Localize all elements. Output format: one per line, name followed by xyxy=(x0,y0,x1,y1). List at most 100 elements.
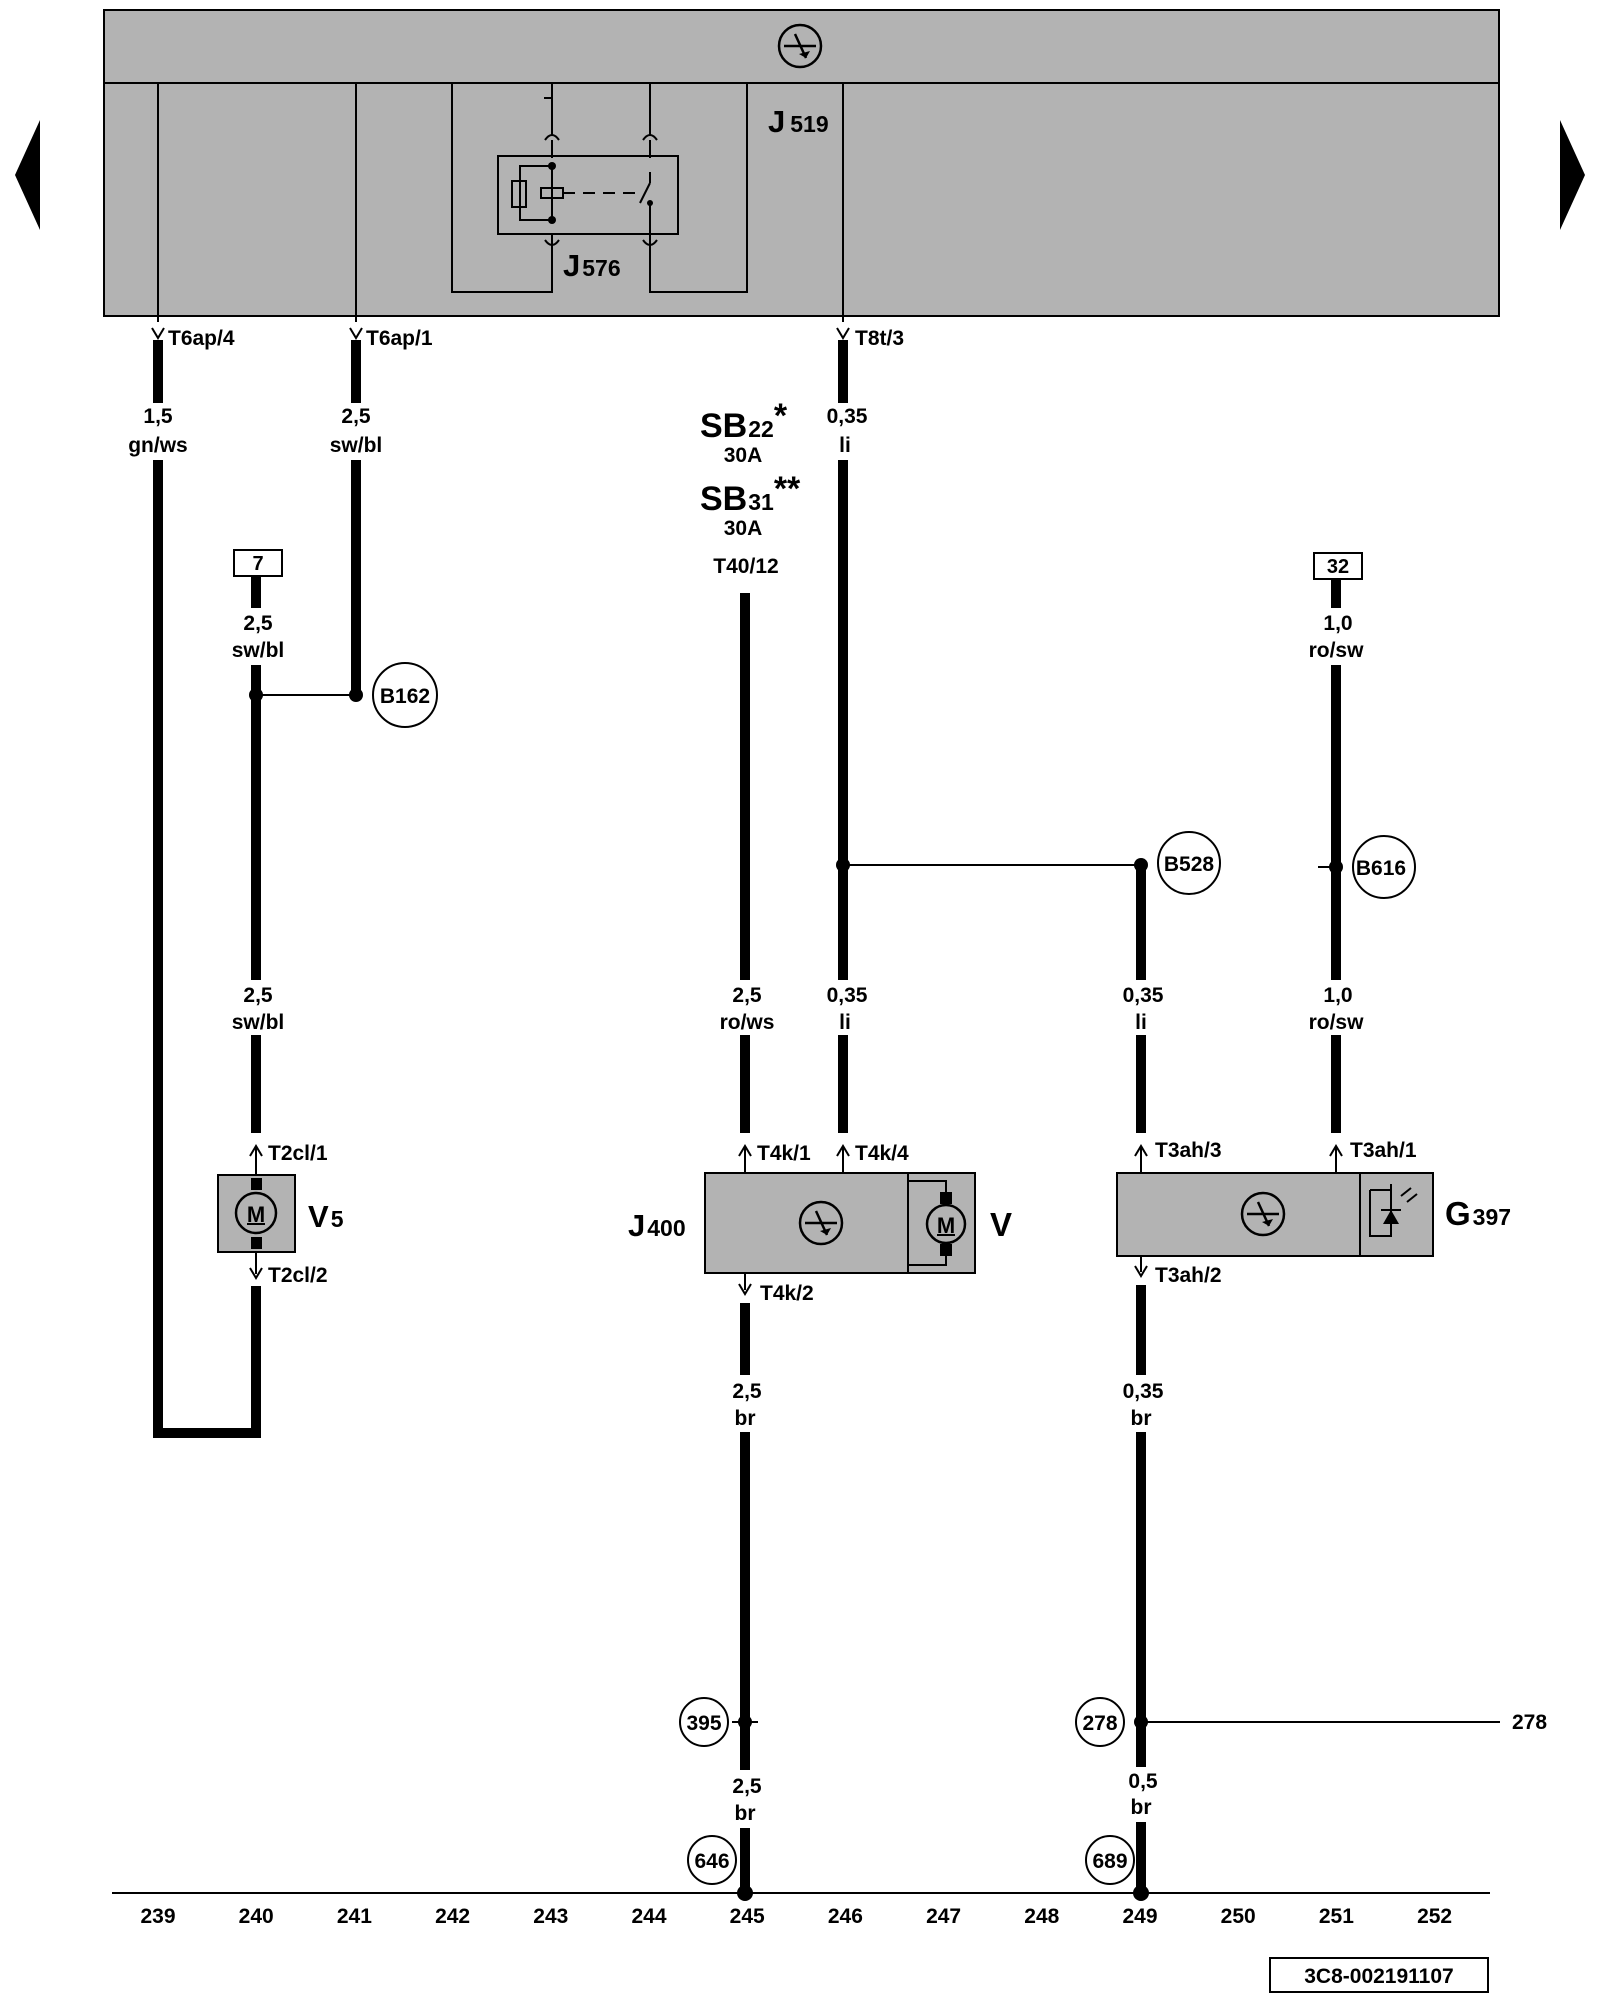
wire-label-color: br xyxy=(1131,1407,1152,1430)
wire-label-color: ro/sw xyxy=(1309,1011,1365,1034)
j400-label: J400 xyxy=(628,1208,686,1243)
pin-t4k4 xyxy=(836,1144,850,1173)
control-unit-j519 xyxy=(103,9,1500,317)
pin-t3ah2 xyxy=(1134,1256,1148,1278)
fuse-rating: 30A xyxy=(724,517,763,540)
track-number: 244 xyxy=(631,1905,666,1928)
electronics-symbol-icon xyxy=(777,23,823,69)
wire-label-color: ro/sw xyxy=(1309,639,1365,662)
j576-label: J576 xyxy=(563,248,621,283)
pin-t8t3 xyxy=(836,327,850,340)
wire-label-color: li xyxy=(1135,1011,1147,1034)
motor-symbol-icon: M xyxy=(937,1213,955,1238)
wire-label-color: li xyxy=(839,434,851,457)
electronics-symbol-icon xyxy=(1240,1191,1286,1237)
track-number: 239 xyxy=(140,1905,175,1928)
electronics-symbol-icon xyxy=(798,1200,844,1246)
relay-j576 xyxy=(451,84,748,293)
wire-239-240-loop xyxy=(158,1286,261,1438)
ground-646 xyxy=(687,1835,737,1885)
track-number: 247 xyxy=(926,1905,961,1928)
wire-label-size: 1,0 xyxy=(1323,612,1352,635)
track-number: 250 xyxy=(1221,1905,1256,1928)
track-number: 248 xyxy=(1024,1905,1059,1928)
next-page-arrow-icon[interactable] xyxy=(1560,120,1585,230)
splice-label: 278 xyxy=(1082,1712,1117,1735)
fan-motor-v xyxy=(908,1180,967,1266)
wire-label-size: 1,5 xyxy=(143,405,173,428)
wire-label-size: 1,0 xyxy=(1323,984,1352,1007)
splice-label: B528 xyxy=(1164,853,1215,876)
wire-label-color: gn/ws xyxy=(128,434,188,457)
track-number: 241 xyxy=(337,1905,372,1928)
pin-t3ah1 xyxy=(1329,1144,1343,1173)
splice-label: B162 xyxy=(380,685,430,708)
photodiode-icon xyxy=(1369,1184,1418,1237)
track-number: 246 xyxy=(828,1905,863,1928)
track-number: 249 xyxy=(1122,1905,1157,1928)
wire-label-color: br xyxy=(735,1802,756,1825)
track-number: 251 xyxy=(1319,1905,1354,1928)
doc-id-box xyxy=(1269,1957,1489,1993)
fuse-rating: 30A xyxy=(724,444,763,467)
ground-label: 689 xyxy=(1092,1850,1127,1873)
wire-label-color: br xyxy=(1131,1796,1152,1819)
track-number: 245 xyxy=(730,1905,765,1928)
splice-label: 395 xyxy=(686,1712,721,1735)
connector-label: T40/12 xyxy=(713,555,778,578)
wire-label-color: br xyxy=(735,1407,756,1430)
continuation-label: 278 xyxy=(1512,1711,1547,1734)
ref-box-label: 32 xyxy=(1327,556,1349,578)
junction-dot xyxy=(1329,860,1343,874)
motor-symbol-icon: M xyxy=(247,1202,265,1227)
wire-label-size: 0,35 xyxy=(1123,1380,1164,1403)
junction-dot xyxy=(1134,1715,1148,1729)
connector-label: T4k/4 xyxy=(855,1142,909,1165)
g397-label: G397 xyxy=(1445,1195,1511,1232)
connector-label: T4k/1 xyxy=(757,1142,811,1165)
pin-t4k1 xyxy=(738,1144,752,1173)
pin-t2cl2 xyxy=(249,1252,263,1280)
v-label: V xyxy=(990,1206,1012,1243)
wire-label-size: 2,5 xyxy=(243,984,273,1007)
connector-label: T2cl/1 xyxy=(268,1142,328,1165)
wire-label-color: sw/bl xyxy=(330,434,383,457)
ref-box-label: 7 xyxy=(252,553,263,575)
wire-label-size: 2,5 xyxy=(732,984,762,1007)
prev-page-arrow-icon[interactable] xyxy=(15,120,40,230)
wire-label-size: 2,5 xyxy=(732,1380,762,1403)
doc-id: 3C8-002191107 xyxy=(1304,1965,1453,1988)
pin-t4k2 xyxy=(738,1273,752,1296)
ground-label: 646 xyxy=(694,1850,729,1873)
fuse-sb31-label: SB31** xyxy=(700,470,801,518)
wire-label-size: 2,5 xyxy=(732,1775,762,1798)
wire-label-color: sw/bl xyxy=(232,639,285,662)
connector-label: T4k/2 xyxy=(760,1282,814,1305)
wire-label-size: 0,35 xyxy=(827,405,868,428)
splice-278 xyxy=(1075,1697,1125,1747)
connector-label: T3ah/3 xyxy=(1155,1139,1222,1162)
track-number: 240 xyxy=(239,1905,274,1928)
motor-v5 xyxy=(217,1174,296,1253)
splice-b162 xyxy=(372,662,438,728)
connector-label: T3ah/1 xyxy=(1350,1139,1417,1162)
wire-label-size: 0,5 xyxy=(1128,1770,1158,1793)
ref-box-7 xyxy=(233,549,283,577)
wire-label-size: 0,35 xyxy=(827,984,868,1007)
splice-b528 xyxy=(1157,831,1221,895)
v5-label: V5 xyxy=(308,1199,344,1234)
connector-label: T3ah/2 xyxy=(1155,1264,1222,1287)
junction-dot xyxy=(738,1715,752,1729)
connector-label: T2cl/2 xyxy=(268,1264,328,1287)
pin-t3ah3 xyxy=(1134,1144,1148,1173)
fuse-sb22-label: SB22* xyxy=(700,397,788,445)
wire-label-color: sw/bl xyxy=(232,1011,285,1034)
wire-label-color: li xyxy=(839,1011,851,1034)
track-number: 242 xyxy=(435,1905,470,1928)
wire-label-size: 0,35 xyxy=(1123,984,1164,1007)
pin-t2cl1 xyxy=(249,1144,263,1175)
track-number: 252 xyxy=(1417,1905,1452,1928)
